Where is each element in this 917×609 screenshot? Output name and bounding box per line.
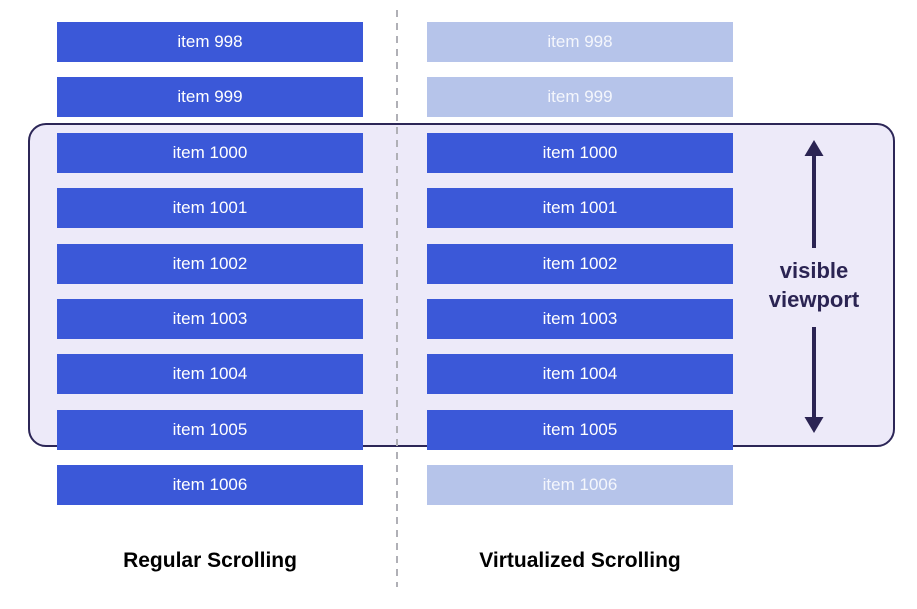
list-item-placeholder: item 998 (427, 22, 733, 62)
visible-viewport-label: visible viewport (734, 256, 894, 314)
list-item-label: item 1005 (172, 420, 248, 439)
list-item: item 1001 (57, 188, 363, 228)
list-item-label: item 999 (547, 87, 613, 106)
list-item-placeholder: item 1006 (427, 465, 733, 505)
list-item-label: item 1000 (542, 143, 618, 162)
list-item-label: item 1006 (542, 475, 618, 494)
arrow-down-icon (804, 327, 824, 433)
caption-regular-scrolling: Regular Scrolling (123, 549, 297, 572)
list-item: item 1005 (57, 410, 363, 450)
list-item: item 1000 (57, 133, 363, 173)
list-item: item 999 (57, 77, 363, 117)
list-item: item 1006 (57, 465, 363, 505)
list-item: item 1004 (427, 354, 733, 394)
list-item: item 1003 (57, 299, 363, 339)
list-item-label: item 1005 (542, 420, 618, 439)
list-item-label: item 1001 (542, 198, 618, 217)
list-item: item 1005 (427, 410, 733, 450)
list-item: item 1001 (427, 188, 733, 228)
list-item: item 998 (57, 22, 363, 62)
list-item-label: item 1004 (172, 364, 248, 383)
list-item-label: item 999 (177, 87, 243, 106)
list-item-label: item 998 (547, 32, 613, 51)
list-item-label: item 1000 (172, 143, 248, 162)
list-item: item 1003 (427, 299, 733, 339)
list-item-label: item 1004 (542, 364, 618, 383)
visible-viewport-label-line1: visible (779, 258, 849, 283)
column-divider-dashed-line (396, 10, 398, 587)
list-item-label: item 998 (177, 32, 243, 51)
list-item-label: item 1001 (172, 198, 248, 217)
list-item-label: item 1003 (542, 309, 618, 328)
list-item-label: item 1003 (172, 309, 248, 328)
viewport-range-arrow (804, 140, 824, 433)
list-item-label: item 1002 (542, 254, 618, 273)
list-item-label: item 1006 (172, 475, 248, 494)
visible-viewport-label-line2: viewport (768, 287, 860, 312)
list-item: item 1000 (427, 133, 733, 173)
list-item-placeholder: item 999 (427, 77, 733, 117)
caption-virtualized-scrolling: Virtualized Scrolling (479, 549, 681, 572)
list-item: item 1002 (427, 244, 733, 284)
list-item: item 1004 (57, 354, 363, 394)
list-item-label: item 1002 (172, 254, 248, 273)
arrow-up-icon (804, 140, 824, 248)
list-item: item 1002 (57, 244, 363, 284)
